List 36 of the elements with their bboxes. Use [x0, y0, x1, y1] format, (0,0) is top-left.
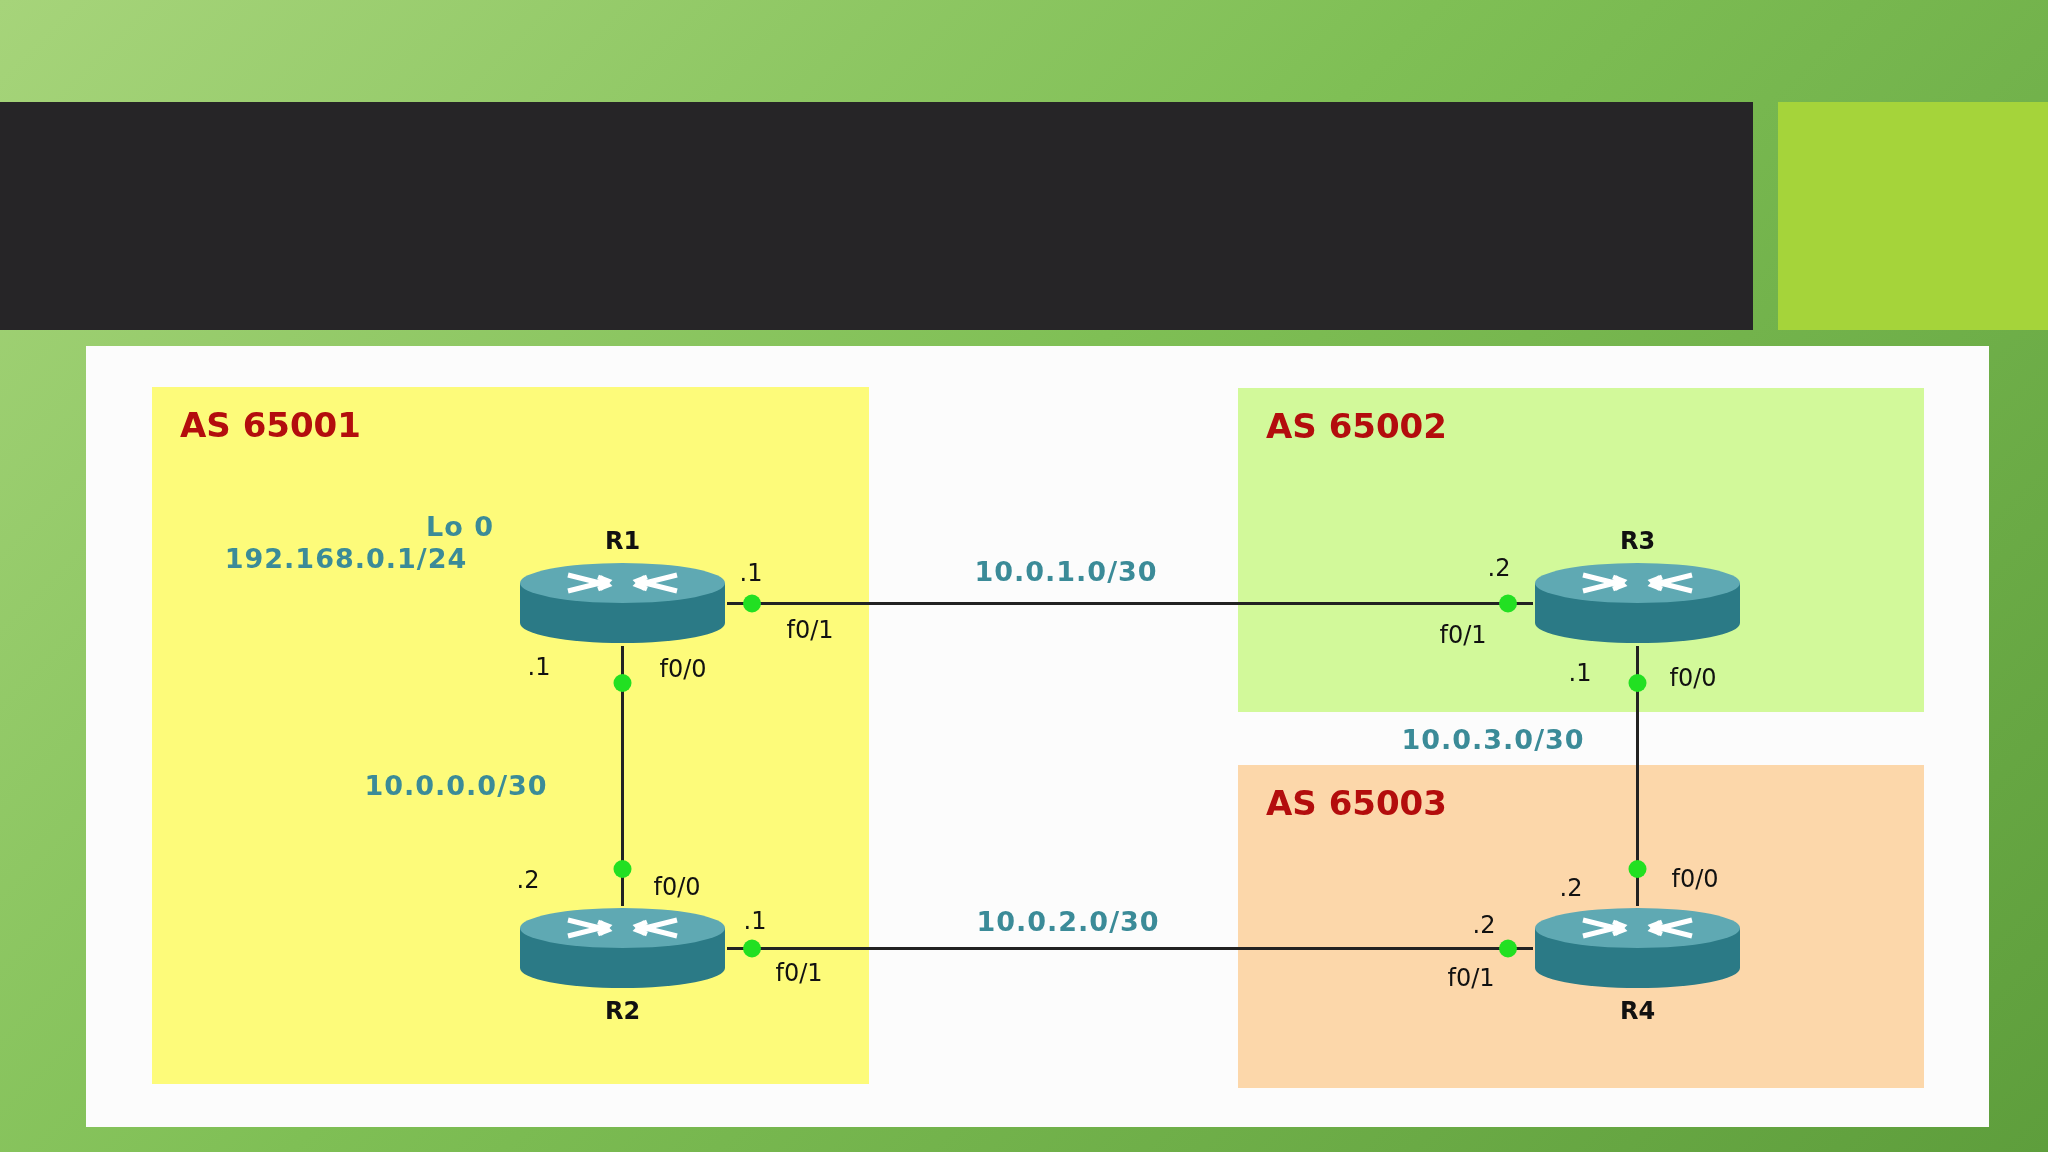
interface-label: f0/0: [1671, 865, 1719, 893]
interface-label: f0/1: [786, 616, 834, 644]
router-name: R4: [1619, 996, 1656, 1027]
router-name: R1: [604, 526, 641, 557]
interface-label: .1: [743, 907, 767, 935]
subnet-label: 10.0.0.0/30: [364, 769, 548, 801]
interface-label: .2: [1559, 874, 1583, 902]
interface-address: 192.168.0.1/24: [224, 542, 468, 574]
interface-label: f0/1: [775, 959, 823, 987]
interface-label: f0/1: [1439, 621, 1487, 649]
network-link: [727, 947, 1533, 950]
router-name: R3: [1619, 526, 1656, 557]
interface-label: f0/0: [653, 873, 701, 901]
subnet-label: 10.0.2.0/30: [976, 905, 1160, 937]
interface-address: Lo 0: [426, 510, 494, 542]
as-title: AS 65002: [1266, 406, 1447, 446]
as-title: AS 65003: [1266, 783, 1447, 823]
network-link: [621, 646, 624, 906]
interface-label: .2: [1487, 554, 1511, 582]
as-title: AS 65001: [180, 405, 361, 445]
interface-label: f0/0: [659, 655, 707, 683]
interface-label: .1: [739, 559, 763, 587]
network-link: [727, 602, 1533, 605]
interface-label: f0/0: [1669, 664, 1717, 692]
interface-label: .1: [527, 653, 551, 681]
subnet-label: 10.0.1.0/30: [974, 555, 1158, 587]
interface-label: .2: [516, 866, 540, 894]
interface-label: .2: [1472, 911, 1496, 939]
interface-label: .1: [1568, 659, 1592, 687]
subnet-label: 10.0.3.0/30: [1401, 723, 1585, 755]
router-name: R2: [604, 996, 641, 1027]
interface-label: f0/1: [1447, 964, 1495, 992]
as-area: [1238, 388, 1924, 712]
network-link: [1636, 646, 1639, 906]
as-area: [1238, 765, 1924, 1088]
as-area: [152, 387, 869, 1084]
